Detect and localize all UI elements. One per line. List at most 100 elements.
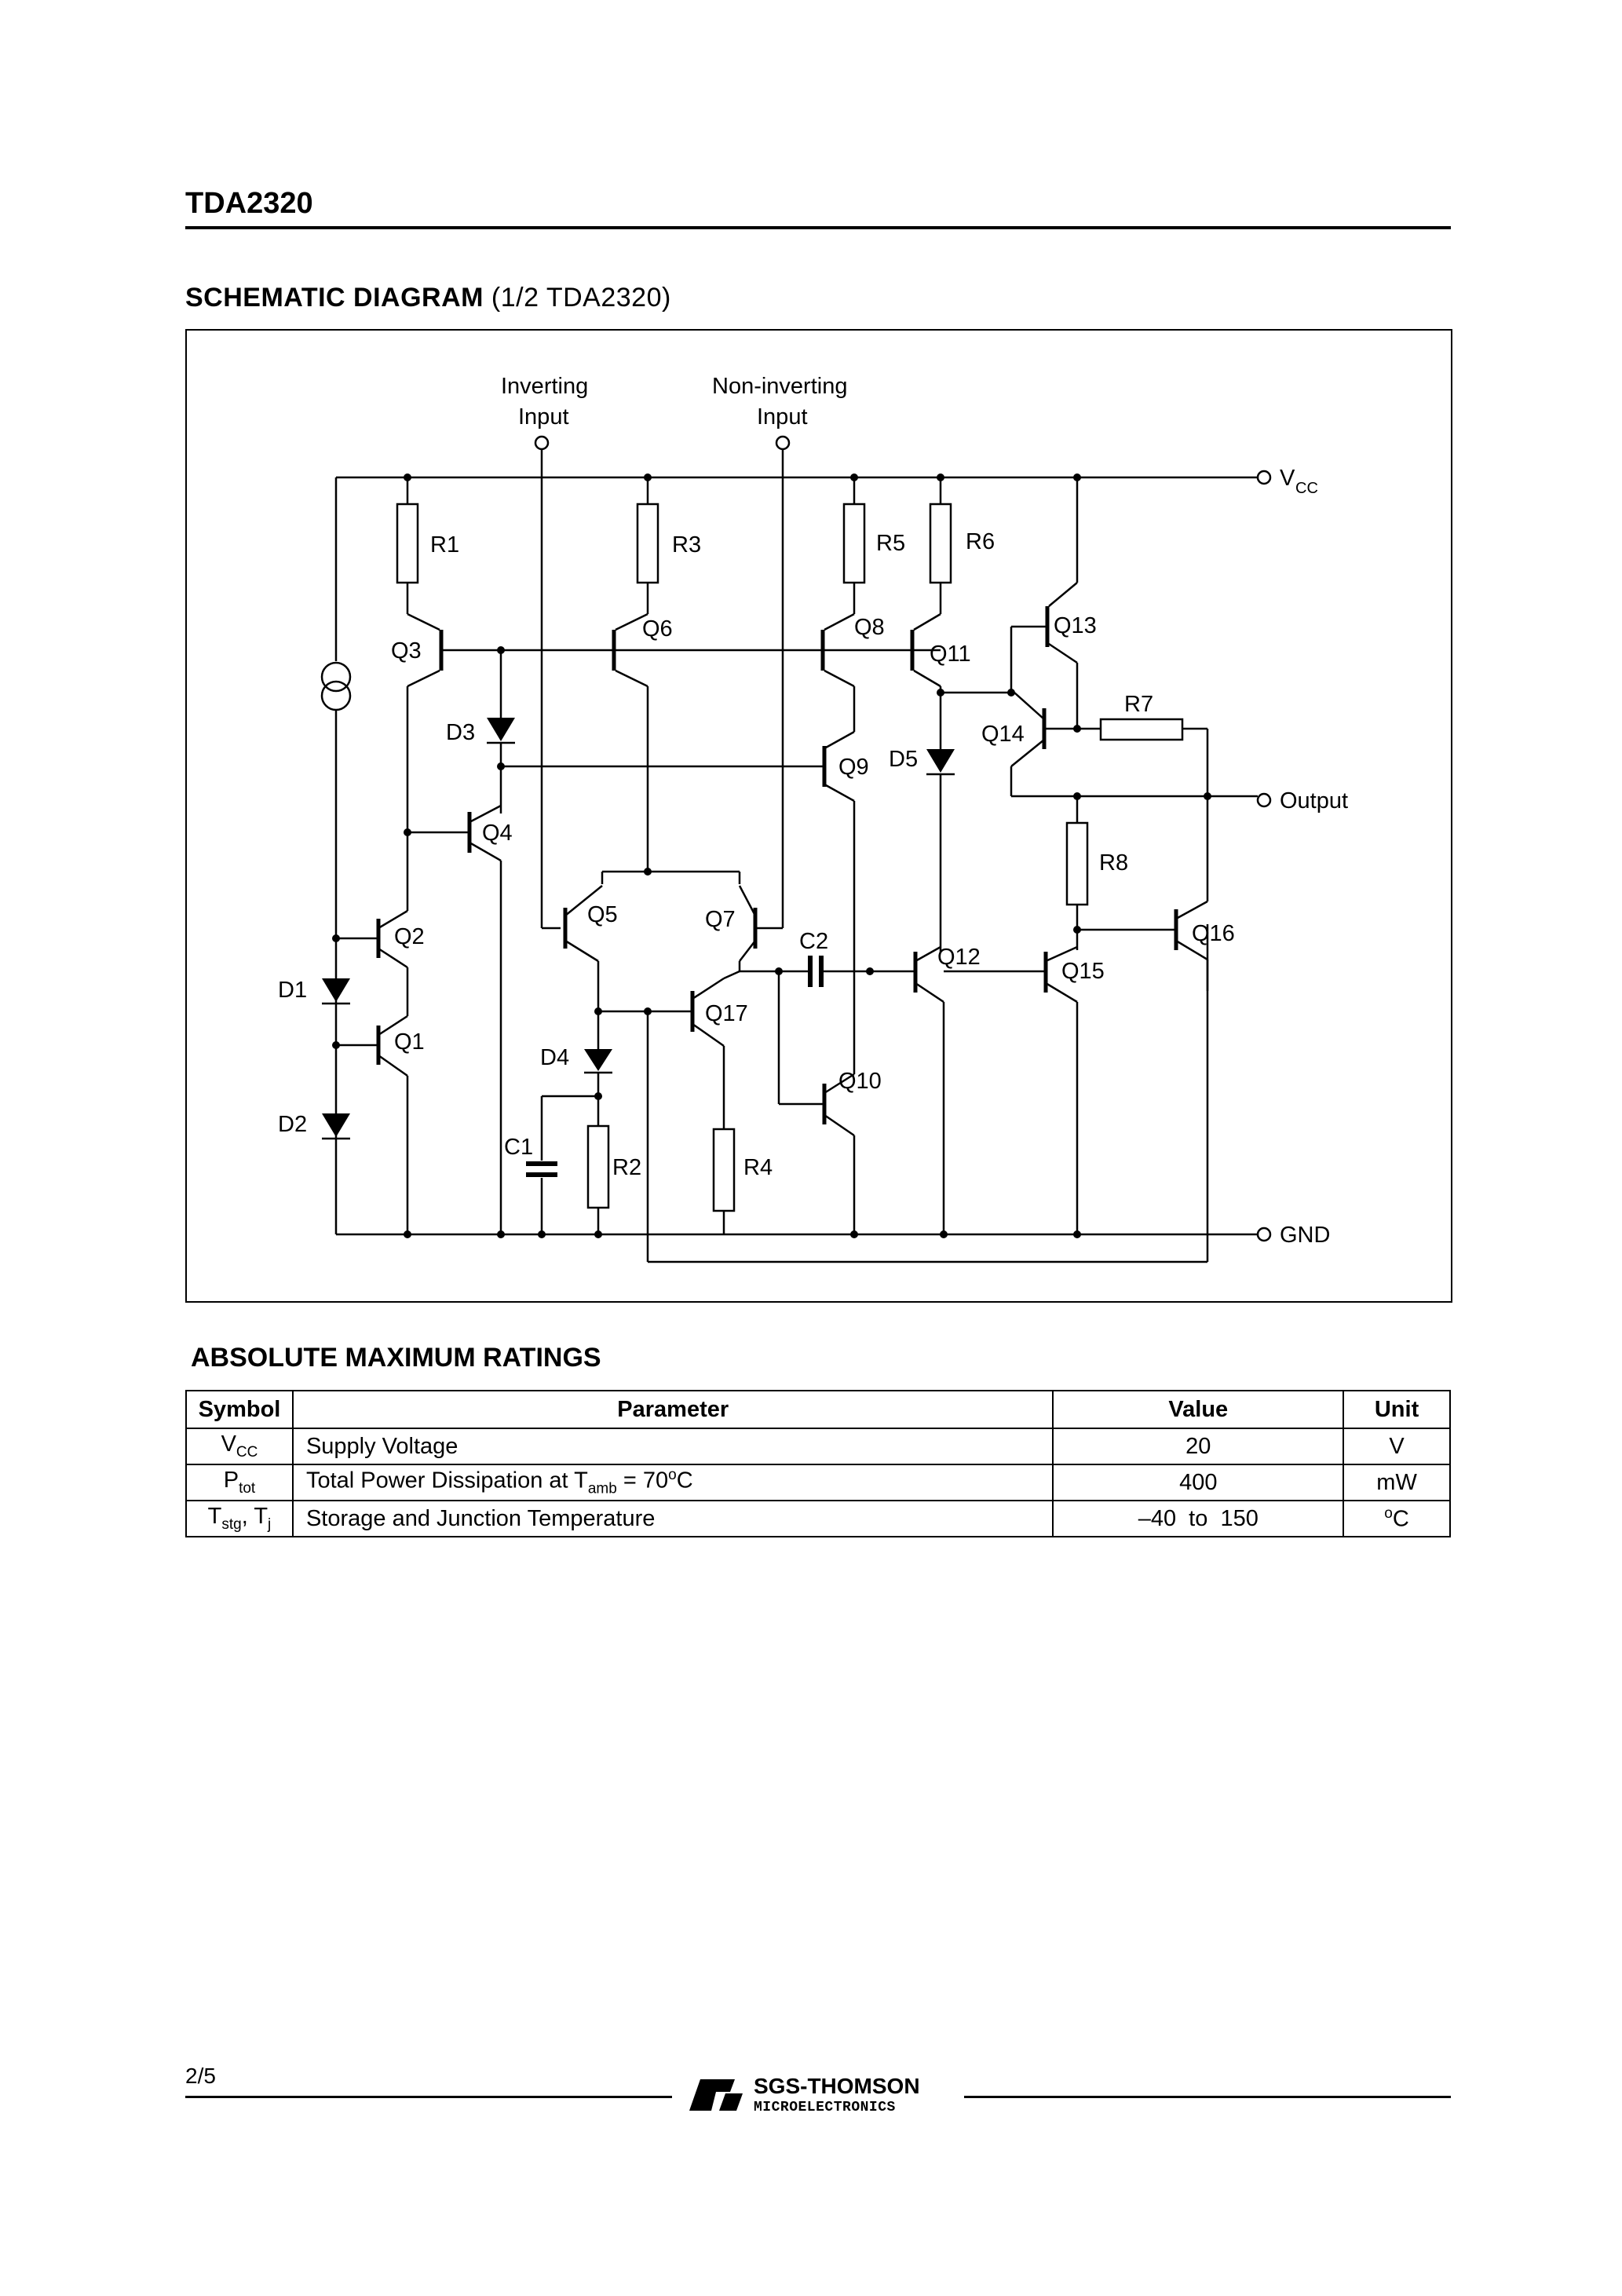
junction-dot <box>404 1230 411 1238</box>
column-header-unit: Unit <box>1343 1390 1451 1429</box>
transistor-q9-icon <box>825 730 855 749</box>
label-vcc: V <box>1280 466 1295 491</box>
schematic-heading-suffix: (1/2 TDA2320) <box>491 283 671 313</box>
label-r2: R2 <box>612 1155 641 1180</box>
transistor-q17-icon <box>692 977 725 1000</box>
resistor-r5-icon <box>842 503 866 584</box>
resistor-r7-icon <box>1099 718 1184 741</box>
diode-d3-icon <box>487 718 515 741</box>
transistor-q9-icon <box>825 784 855 803</box>
parameter-cell: Total Power Dissipation at Tamb = 70oC <box>291 1464 1054 1501</box>
company-logo: SGS-THOMSON MICROELECTRONICS <box>685 2071 959 2115</box>
junction-dot <box>1073 473 1081 481</box>
junction-dot <box>940 1230 948 1238</box>
label-q13: Q13 <box>1054 613 1097 638</box>
label-d3: D3 <box>446 720 475 745</box>
parameter-subscript: amb <box>587 1480 617 1497</box>
label-q6: Q6 <box>642 616 673 642</box>
unit-text: C <box>1392 1506 1409 1532</box>
label-r4: R4 <box>743 1155 773 1180</box>
schematic-diagram: Inverting Input Non-inverting Input V CC… <box>185 329 1452 1303</box>
table-row: VCC Supply Voltage 20 V <box>185 1428 1451 1465</box>
label-d2: D2 <box>278 1112 307 1137</box>
symbol-rest-subscript: j <box>268 1515 272 1533</box>
value-cell: 400 <box>1052 1464 1345 1501</box>
transistor-q3-icon <box>407 612 440 631</box>
diode-d1-icon <box>322 978 350 1002</box>
junction-dot <box>594 1230 602 1238</box>
label-r6: R6 <box>966 529 995 554</box>
label-r1: R1 <box>430 532 459 558</box>
page-number: 2/5 <box>185 2064 216 2088</box>
parameter-superscript: o <box>668 1467 677 1484</box>
footer-divider-right <box>964 2096 1451 2098</box>
symbol-subscript: CC <box>236 1443 258 1461</box>
parameter-cell: Storage and Junction Temperature <box>291 1500 1054 1537</box>
label-q8: Q8 <box>854 615 885 640</box>
resistor-r2-icon <box>586 1124 610 1209</box>
label-r8: R8 <box>1099 850 1128 876</box>
gnd-terminal <box>1256 1227 1272 1242</box>
transistor-q4-icon <box>469 841 502 862</box>
label-inverting-input: Input <box>518 404 569 430</box>
parameter-cell: Supply Voltage <box>291 1428 1054 1465</box>
table-row: Tstg, Tj Storage and Junction Temperatur… <box>185 1500 1451 1537</box>
symbol-main: T <box>207 1504 222 1530</box>
label-c2: C2 <box>799 929 828 954</box>
junction-dot <box>644 473 652 481</box>
transistor-q8-icon <box>824 612 855 631</box>
symbol-subscript: stg <box>221 1515 242 1533</box>
footer-divider-left <box>185 2096 672 2098</box>
symbol-main: V <box>221 1431 236 1457</box>
st-logo-mark-icon <box>719 2093 743 2111</box>
parameter-end: C <box>676 1468 693 1493</box>
transistor-q11-icon <box>913 612 941 631</box>
transistor-q12-icon <box>915 982 944 1004</box>
resistor-r3-icon <box>636 503 659 584</box>
label-noninverting-input: Input <box>757 404 808 430</box>
label-d4: D4 <box>540 1045 569 1070</box>
table-row: Ptot Total Power Dissipation at Tamb = 7… <box>185 1464 1451 1501</box>
transistor-q15-icon <box>1045 982 1078 1004</box>
transistor-q8-icon <box>824 669 855 688</box>
transistor-q17-icon <box>692 1022 725 1047</box>
transistor-q6-icon <box>615 669 648 688</box>
resistor-r4-icon <box>712 1128 736 1212</box>
q17-collector-wire <box>723 970 740 980</box>
st-logo-mark-icon <box>689 2079 735 2111</box>
transistor-q16-icon <box>1175 900 1208 920</box>
junction-dot <box>644 1007 652 1015</box>
transistor-q1-icon <box>378 1054 408 1077</box>
transistor-q14-icon <box>1014 692 1045 720</box>
label-q9: Q9 <box>838 755 869 780</box>
st-logo-icon: SGS-THOMSON MICROELECTRONICS <box>689 2074 920 2115</box>
junction-dot <box>538 1230 546 1238</box>
symbol-cell: Tstg, Tj <box>185 1500 294 1537</box>
transistor-q1-icon <box>378 1015 408 1036</box>
label-q16: Q16 <box>1192 921 1235 946</box>
label-d1: D1 <box>278 978 307 1003</box>
diode-d5-icon <box>926 749 955 773</box>
diode-d4-icon <box>584 1049 612 1071</box>
label-q2: Q2 <box>394 924 425 949</box>
label-r7: R7 <box>1124 692 1153 717</box>
transistor-q10-icon <box>824 1113 855 1137</box>
ratings-table: Symbol Parameter Value Unit VCC Supply V… <box>185 1390 1451 1537</box>
label-q5: Q5 <box>587 902 618 927</box>
symbol-cell: VCC <box>185 1428 294 1465</box>
label-q14: Q14 <box>981 722 1025 747</box>
junction-dot <box>497 1230 505 1238</box>
current-source-icon <box>320 661 352 693</box>
label-r3: R3 <box>672 532 701 558</box>
label-inverting: Inverting <box>501 374 588 399</box>
symbol-cell: Ptot <box>185 1464 294 1501</box>
transistor-q7-icon <box>738 885 757 916</box>
schematic-svg: Inverting Input Non-inverting Input V CC… <box>278 374 1348 1263</box>
schematic-heading-text: SCHEMATIC DIAGRAM <box>185 283 484 313</box>
vcc-terminal <box>1256 470 1272 485</box>
current-source-icon <box>320 680 352 711</box>
transistor-q12-icon <box>915 945 941 963</box>
parameter-text: Total Power Dissipation at T <box>305 1468 588 1493</box>
transistor-q4-icon <box>469 804 502 824</box>
label-d5: D5 <box>889 747 918 772</box>
